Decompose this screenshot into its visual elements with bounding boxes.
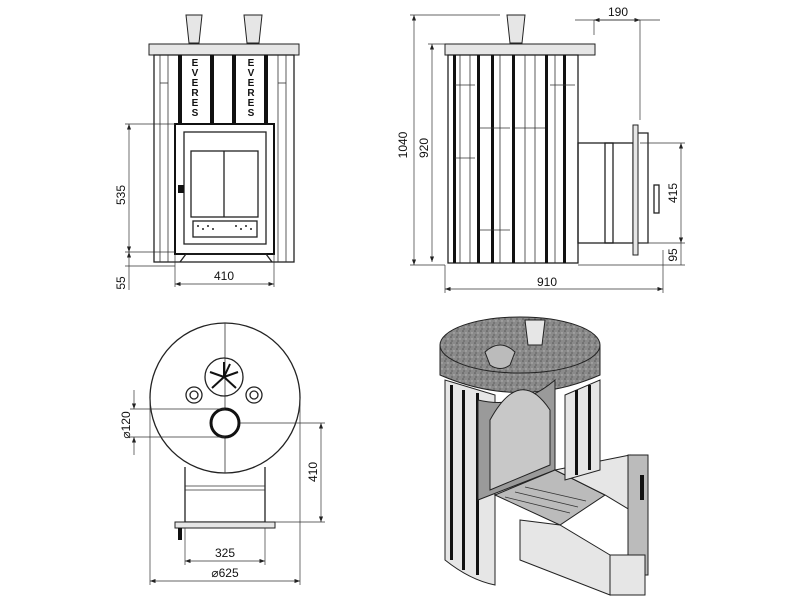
dim-chimney-offset: 410 (306, 462, 320, 482)
dim-body-diameter: ⌀625 (211, 566, 239, 580)
svg-text:E: E (248, 58, 255, 69)
top-chimney-damper (204, 357, 244, 397)
svg-text:R: R (191, 88, 199, 99)
svg-text:E: E (192, 58, 199, 69)
cutaway-view (439, 316, 649, 596)
chimney-pipe (185, 14, 263, 44)
dim-tunnel-height: 415 (666, 183, 680, 203)
dim-base-height: 55 (114, 276, 128, 290)
top-view: ⌀120 410 325 ⌀625 (119, 322, 325, 585)
dim-door-height: 535 (114, 185, 128, 205)
dim-tunnel-width: 325 (215, 546, 235, 560)
top-dimensions: ⌀120 410 325 ⌀625 (119, 390, 325, 585)
side-view: 1040 920 190 415 95 910 (396, 5, 685, 293)
dim-body-height: 920 (417, 138, 431, 158)
dim-total-height: 1040 (396, 131, 410, 158)
svg-text:S: S (192, 108, 199, 119)
fire-door (174, 123, 275, 255)
dim-door-width: 410 (214, 269, 234, 283)
svg-text:R: R (247, 88, 255, 99)
svg-text:E: E (248, 78, 255, 89)
top-tunnel (174, 467, 276, 540)
svg-text:E: E (192, 78, 199, 89)
dim-chimney-diameter: ⌀120 (119, 411, 133, 439)
side-dimensions: 1040 920 190 415 95 910 (396, 5, 685, 293)
stone-top (148, 43, 300, 56)
chimney-outlet (209, 407, 241, 439)
svg-text:S: S (248, 108, 255, 119)
front-dimensions: 535 55 410 (114, 123, 275, 290)
stone-top (444, 43, 596, 56)
fire-tunnel (577, 124, 660, 256)
top-bolts (185, 386, 263, 404)
dim-total-depth: 910 (537, 275, 557, 289)
svg-text:V: V (248, 68, 255, 79)
svg-text:E: E (192, 98, 199, 109)
dim-tunnel-length: 190 (608, 5, 628, 19)
svg-text:V: V (192, 68, 199, 79)
chimney-pipe (506, 14, 526, 44)
dim-tunnel-base: 95 (666, 248, 680, 262)
stove-body (153, 54, 295, 263)
svg-text:E: E (248, 98, 255, 109)
